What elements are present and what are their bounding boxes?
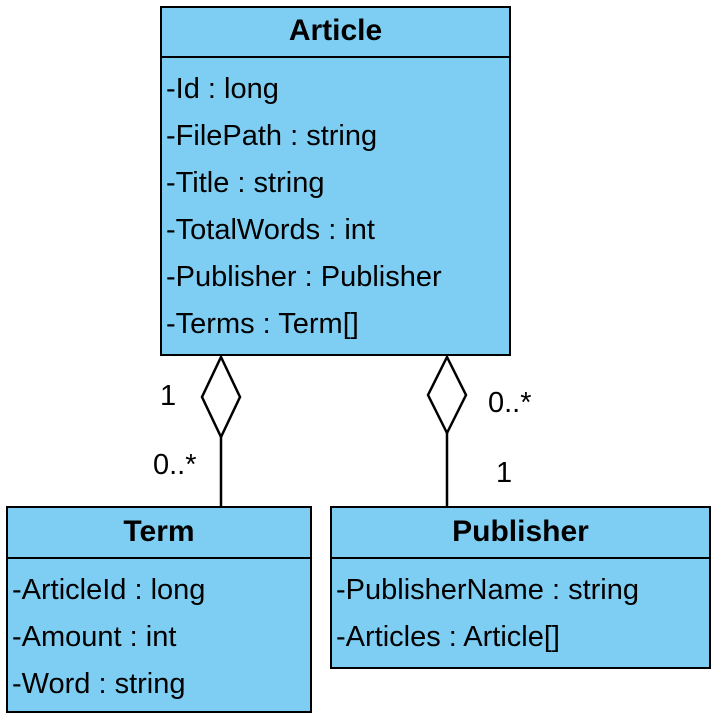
term-attribute: -ArticleId : long [12, 574, 206, 606]
multiplicity-article-publisher-publisher-end: 1 [496, 457, 513, 489]
article-class-name: Article [162, 8, 509, 58]
article-attribute: -FilePath : string [166, 120, 378, 152]
term-class[interactable]: Term -ArticleId : long -Amount : int -Wo… [6, 506, 312, 713]
article-attribute: -Title : string [166, 167, 325, 199]
article-attribute: -TotalWords : int [166, 214, 375, 246]
article-attribute: -Terms : Term[] [166, 308, 359, 340]
article-attribute: -Publisher : Publisher [166, 261, 442, 293]
publisher-attributes: -PublisherName : string -Articles : Arti… [332, 559, 709, 661]
term-attribute: -Amount : int [12, 621, 177, 653]
article-class[interactable]: Article -Id : long -FilePath : string -T… [160, 6, 511, 356]
aggregation-diamond-term [200, 354, 242, 440]
publisher-attribute: -Articles : Article[] [336, 621, 560, 653]
publisher-attribute: -PublisherName : string [336, 574, 639, 606]
term-class-name: Term [8, 508, 310, 559]
multiplicity-article-publisher-article-end: 0..* [488, 387, 532, 419]
article-term-aggregation [200, 354, 242, 506]
term-attribute: -Word : string [12, 668, 186, 700]
article-publisher-aggregation [426, 354, 468, 506]
term-attributes: -ArticleId : long -Amount : int -Word : … [8, 559, 310, 708]
publisher-class-name: Publisher [332, 508, 709, 559]
multiplicity-article-term-term-end: 0..* [153, 449, 197, 481]
multiplicity-article-term-article-end: 1 [160, 380, 177, 412]
publisher-class[interactable]: Publisher -PublisherName : string -Artic… [330, 506, 711, 669]
article-attribute: -Id : long [166, 73, 279, 105]
aggregation-diamond-publisher [426, 354, 468, 436]
article-attributes: -Id : long -FilePath : string -Title : s… [162, 58, 509, 348]
